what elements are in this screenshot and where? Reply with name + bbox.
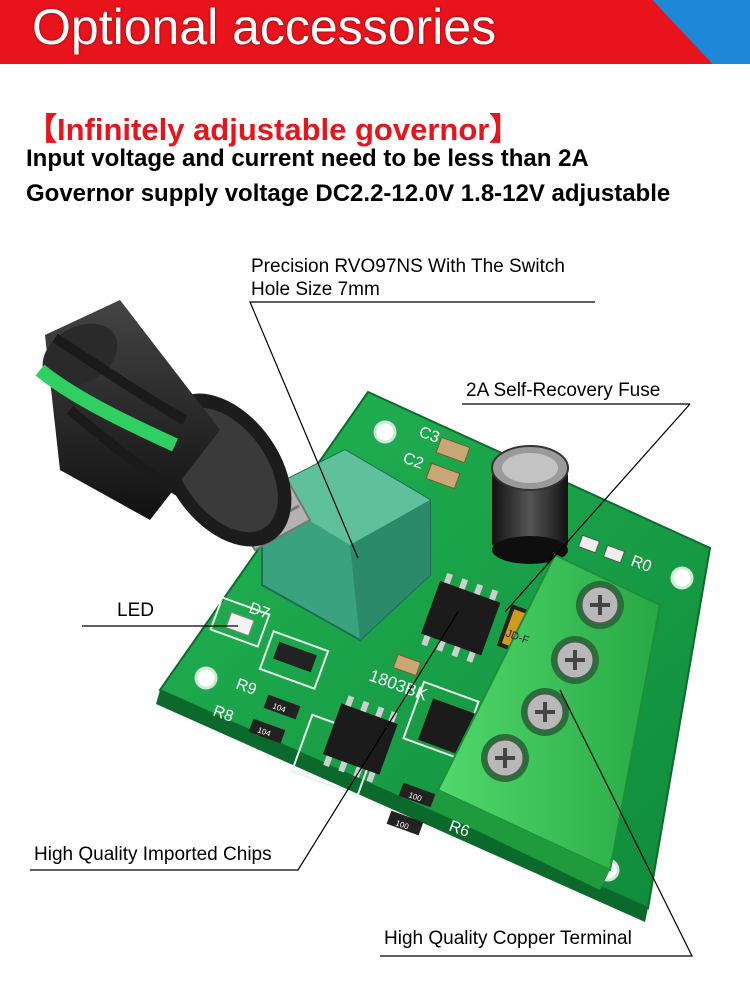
mounting-hole xyxy=(670,566,694,590)
terminal-block xyxy=(430,553,662,890)
mounting-hole xyxy=(373,420,397,444)
resistor-value-r8: 104 xyxy=(256,725,272,738)
callout-potentiometer-line1: Precision RVO97NS With The Switch xyxy=(251,256,565,277)
knob xyxy=(35,300,292,547)
callout-chips: High Quality Imported Chips xyxy=(34,844,272,865)
callout-terminal: High Quality Copper Terminal xyxy=(384,928,632,949)
product-heading: 【Infinitely adjustable governor】 xyxy=(26,112,521,147)
callout-line-fuse xyxy=(462,403,691,613)
resistor-value-r5: 100 xyxy=(394,818,410,831)
board-label-r5: R5 xyxy=(427,845,452,868)
callout-line-chips xyxy=(30,611,459,871)
terminal-screw xyxy=(521,688,569,736)
resistor-value-r6: 100 xyxy=(407,790,423,803)
board-label-d7: D7 xyxy=(247,600,272,623)
electrolytic-capacitor xyxy=(491,445,569,564)
board-label-c3: C3 xyxy=(417,424,442,447)
chip-upper xyxy=(421,572,501,663)
terminal-screw xyxy=(551,636,599,684)
callout-line-terminal xyxy=(380,689,693,957)
potentiometer xyxy=(261,448,431,642)
banner-title: Optional accessories xyxy=(32,0,497,55)
board-label-r9: R9 xyxy=(234,676,259,699)
mounting-hole xyxy=(194,666,218,690)
board-label-r0: R0 xyxy=(629,553,654,576)
board-label-r8: R8 xyxy=(211,703,236,726)
terminal-screw xyxy=(481,734,529,782)
terminal-screw xyxy=(576,581,624,629)
spec-line-voltage: Governor supply voltage DC2.2-12.0V 1.8-… xyxy=(26,180,671,207)
board-label-r6: R6 xyxy=(447,818,472,841)
resistor-value-r9: 104 xyxy=(271,701,287,714)
spec-line-current: Input voltage and current need to be les… xyxy=(26,145,589,172)
callout-led: LED xyxy=(117,600,154,621)
banner: Optional accessories xyxy=(0,0,750,64)
callout-fuse: 2A Self-Recovery Fuse xyxy=(466,380,661,401)
board-label-c2: C2 xyxy=(401,450,426,473)
banner-red-background xyxy=(0,0,750,64)
callout-line-potentiometer xyxy=(249,301,595,559)
callout-lines xyxy=(30,301,693,957)
callout-potentiometer-line2: Hole Size 7mm xyxy=(251,279,380,300)
